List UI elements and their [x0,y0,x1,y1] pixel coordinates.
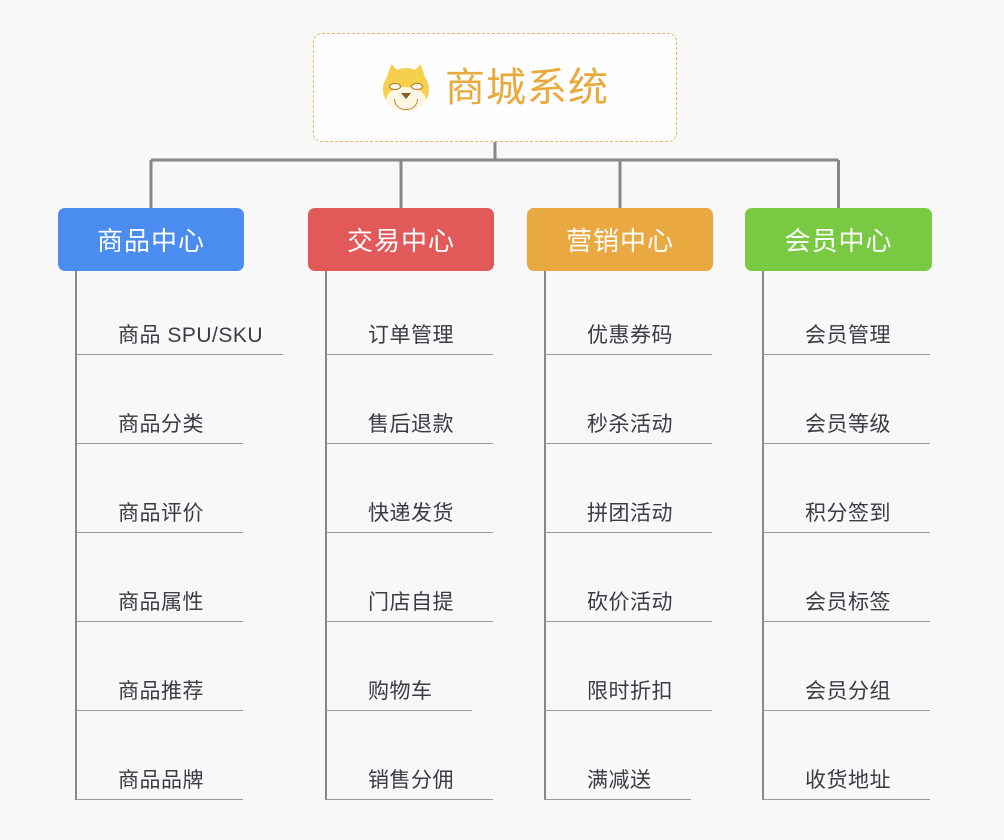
leaf-underline [76,799,243,800]
leaf-underline [763,621,930,622]
leaf-label: 拼团活动 [587,502,673,525]
leaf-label: 收货地址 [805,769,891,792]
leaf-underline [545,621,712,622]
leaf-label: 积分签到 [805,502,891,525]
leaf-label: 秒杀活动 [587,413,673,436]
leaf-underline [76,532,243,533]
leaf-label: 商品评价 [118,502,204,525]
branch-header-label: 交易中心 [346,226,455,256]
branch-member-center: 会员中心会员管理会员等级积分签到会员标签会员分组收货地址 [745,208,932,800]
shiba-dog-icon [381,61,431,113]
branch-header-trade-center[interactable]: 交易中心 [308,208,494,271]
leaf-label: 商品属性 [118,591,204,614]
leaf-underline [545,710,712,711]
leaf-underline [76,443,243,444]
branch-header-label: 商品中心 [96,226,205,256]
leaf-underline [326,354,493,355]
branch-header-marketing-center[interactable]: 营销中心 [527,208,713,271]
branch-marketing-center: 营销中心优惠券码秒杀活动拼团活动砍价活动限时折扣满减送 [527,208,713,800]
leaf-label: 销售分佣 [368,769,454,792]
leaf-underline [76,710,243,711]
leaf-label: 门店自提 [368,591,454,614]
leaf-underline [545,354,712,355]
leaf-underline [326,799,493,800]
leaf-label: 售后退款 [368,413,454,436]
leaf-label: 砍价活动 [587,591,673,614]
leaf-label: 会员等级 [805,413,891,436]
leaf-underline [763,710,930,711]
leaf-label: 优惠券码 [587,324,673,347]
branch-header-product-center[interactable]: 商品中心 [58,208,244,271]
leaf-underline [326,710,472,711]
leaf-underline [326,621,493,622]
leaf-underline [763,532,930,533]
leaf-label: 满减送 [587,769,652,792]
leaf-underline [545,443,712,444]
leaf-underline [326,443,493,444]
leaf-label: 会员分组 [805,680,891,703]
root-node[interactable]: 商城系统 [313,33,677,142]
branch-product-center: 商品中心商品 SPU/SKU 商品分类商品评价商品属性商品推荐商品品牌 [58,208,283,800]
leaf-underline [326,532,493,533]
branch-header-label: 营销中心 [565,226,674,256]
root-title: 商城系统 [445,65,609,110]
branch-header-label: 会员中心 [784,226,893,256]
leaf-label: 快递发货 [368,502,454,525]
leaf-underline [545,532,712,533]
leaf-underline [763,443,930,444]
leaf-label: 订单管理 [368,324,454,347]
leaf-label: 会员标签 [805,591,891,614]
leaf-label: 限时折扣 [587,680,673,703]
leaf-label: 会员管理 [805,324,891,347]
leaf-label: 商品分类 [118,413,204,436]
leaf-underline [763,799,930,800]
leaf-label: 商品品牌 [118,769,204,792]
leaf-underline [763,354,930,355]
leaf-label: 商品推荐 [118,680,204,703]
leaf-label: 购物车 [368,680,433,703]
leaf-underline [545,799,691,800]
branch-header-member-center[interactable]: 会员中心 [745,208,932,271]
branch-trade-center: 交易中心订单管理售后退款快递发货门店自提购物车销售分佣 [308,208,494,800]
leaf-underline [76,354,283,355]
leaf-underline [76,621,243,622]
leaf-label: 商品 SPU/SKU [118,324,264,347]
